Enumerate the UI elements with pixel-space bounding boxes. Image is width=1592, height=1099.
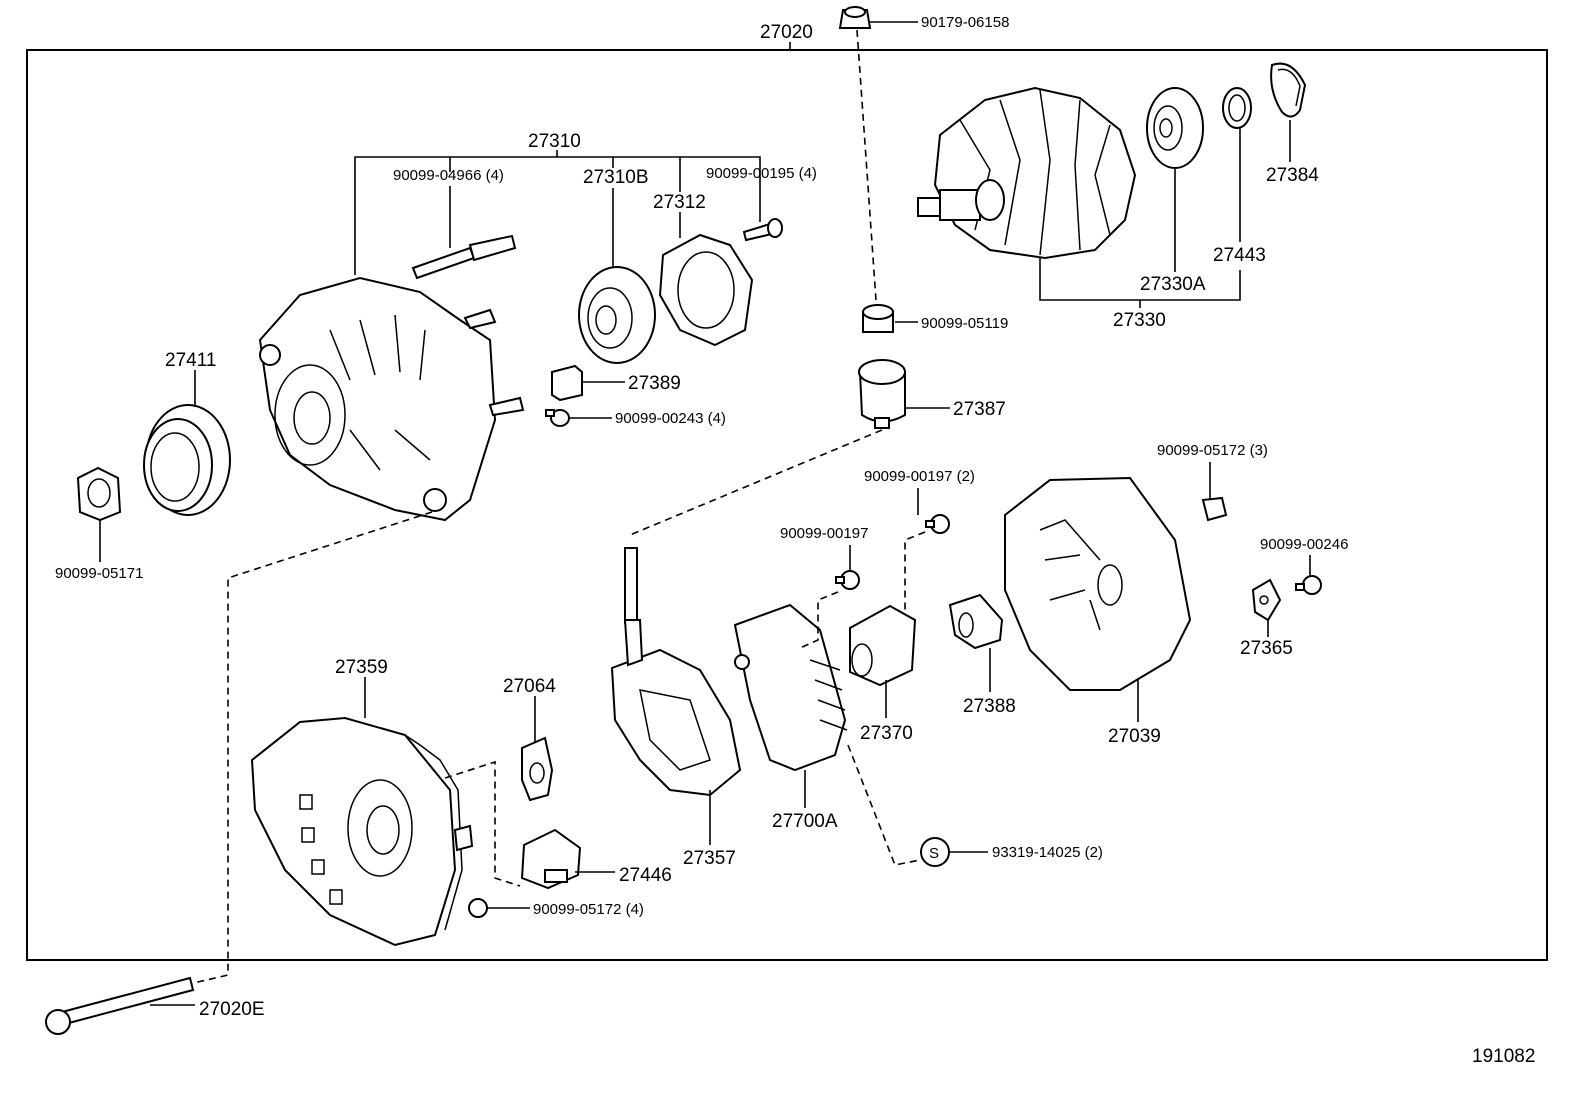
label-90099-04966: 90099-04966 (4) xyxy=(393,167,504,184)
label-27359: 27359 xyxy=(335,657,388,678)
stud-90099-04966[interactable] xyxy=(411,234,517,280)
label-27370: 27370 xyxy=(860,723,913,744)
screw-90099-00195[interactable] xyxy=(742,218,783,242)
label-90099-00197-2: 90099-00197 (2) xyxy=(864,468,975,485)
label-27064: 27064 xyxy=(503,676,556,697)
label-90099-00246: 90099-00246 xyxy=(1260,536,1348,553)
cover-27384[interactable] xyxy=(1270,62,1307,118)
label-27443: 27443 xyxy=(1213,245,1266,266)
nut-90179-06158[interactable] xyxy=(838,6,872,29)
label-27700A: 27700A xyxy=(772,811,838,832)
screw-90099-05172-4[interactable] xyxy=(468,898,488,918)
label-90099-05172-3: 90099-05172 (3) xyxy=(1157,442,1268,459)
diagram-number: 191082 xyxy=(1472,1046,1535,1067)
plate-27365[interactable] xyxy=(1251,578,1282,622)
label-27310: 27310 xyxy=(528,131,581,152)
label-27020E: 27020E xyxy=(199,999,265,1020)
label-93319-14025: 93319-14025 (2) xyxy=(992,844,1103,861)
pulley-27411[interactable] xyxy=(143,404,231,516)
label-90099-00195: 90099-00195 (4) xyxy=(706,165,817,182)
label-90099-00243: 90099-00243 (4) xyxy=(615,410,726,427)
label-27446: 27446 xyxy=(619,865,672,886)
cover-27388[interactable] xyxy=(948,593,1004,650)
s-mark: S xyxy=(929,845,939,862)
nut-90099-05171[interactable] xyxy=(76,466,122,522)
s-mark-circle xyxy=(920,837,950,867)
regulator-27700A[interactable] xyxy=(733,603,848,772)
screw-90099-00246[interactable] xyxy=(1295,575,1322,595)
nut-90099-05172-3[interactable] xyxy=(1201,496,1228,522)
bearing-27330A[interactable] xyxy=(1146,87,1204,169)
bearing-27310B[interactable] xyxy=(578,266,656,364)
rotor[interactable] xyxy=(917,86,1137,260)
screw-90099-00243[interactable] xyxy=(545,409,570,427)
assembly-frame xyxy=(26,49,1548,961)
label-27357: 27357 xyxy=(683,848,736,869)
label-27312: 27312 xyxy=(653,192,706,213)
label-90099-05119: 90099-05119 xyxy=(921,315,1008,332)
rectifier-holder-27357[interactable] xyxy=(610,547,742,797)
label-27389: 27389 xyxy=(628,373,681,394)
insulator-27064[interactable] xyxy=(521,736,554,802)
screw-90099-00197[interactable] xyxy=(835,570,860,590)
label-27387: 27387 xyxy=(953,399,1006,420)
washer-27443[interactable] xyxy=(1222,87,1252,129)
label-27365: 27365 xyxy=(1240,638,1293,659)
label-90179-06158: 90179-06158 xyxy=(921,14,1009,31)
terminal-insulator-27387[interactable] xyxy=(858,359,906,429)
insulator-27389[interactable] xyxy=(551,364,583,402)
label-27411: 27411 xyxy=(165,350,216,371)
label-90099-00197: 90099-00197 xyxy=(780,525,868,542)
label-27039: 27039 xyxy=(1108,726,1161,747)
retainer-27312[interactable] xyxy=(658,233,754,347)
screw-90099-00197-2[interactable] xyxy=(925,514,950,534)
bushing-90099-05119[interactable] xyxy=(862,304,894,333)
holder-27446[interactable] xyxy=(520,828,582,890)
label-27384: 27384 xyxy=(1266,165,1319,186)
label-27330A: 27330A xyxy=(1140,274,1206,295)
rear-end-cover-27039[interactable] xyxy=(1004,476,1192,691)
label-27388: 27388 xyxy=(963,696,1016,717)
rectifier-end-frame-27359[interactable] xyxy=(250,716,474,947)
label-27020: 27020 xyxy=(760,22,813,43)
label-27330: 27330 xyxy=(1113,310,1166,331)
drive-end-frame[interactable] xyxy=(258,276,525,522)
label-90099-05172-4: 90099-05172 (4) xyxy=(533,901,644,918)
through-bolt-27020E[interactable] xyxy=(45,976,195,1035)
label-90099-05171: 90099-05171 xyxy=(55,565,143,582)
brush-holder-27370[interactable] xyxy=(849,604,917,687)
label-27310B: 27310B xyxy=(583,167,649,188)
